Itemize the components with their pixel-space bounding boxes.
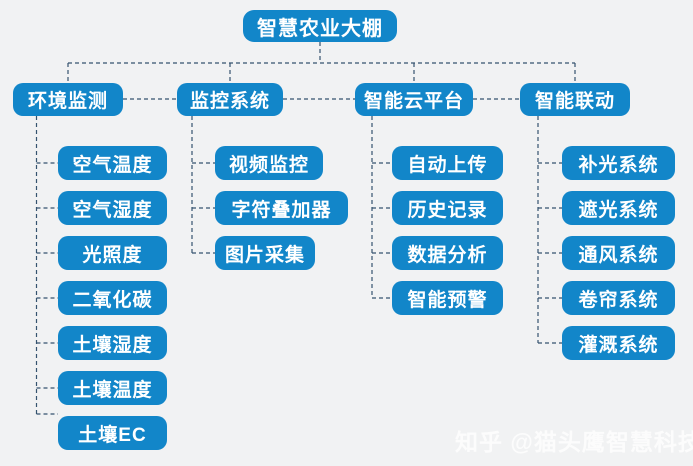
- leaf-node-co2: 二氧化碳: [58, 281, 167, 315]
- leaf-node-video-surveillance: 视频监控: [215, 146, 323, 180]
- branch-1-connectors: [35, 116, 58, 415]
- leaf-node-image-capture: 图片采集: [215, 236, 315, 270]
- leaf-node-soil-humidity: 土壤湿度: [58, 326, 167, 360]
- leaf-node-air-temperature: 空气温度: [58, 146, 167, 180]
- leaf-node-history-records: 历史记录: [392, 191, 503, 225]
- leaf-node-rolling-curtain-system: 卷帘系统: [562, 281, 675, 315]
- leaf-node-data-analysis: 数据分析: [392, 236, 503, 270]
- leaf-node-air-humidity: 空气湿度: [58, 191, 167, 225]
- branch-node-smart-cloud-platform: 智能云平台: [355, 83, 473, 116]
- root-node: 智慧农业大棚: [243, 10, 397, 42]
- leaf-node-character-overlay: 字符叠加器: [215, 191, 348, 225]
- leaf-node-supplement-light-system: 补光系统: [562, 146, 675, 180]
- leaf-node-smart-alert: 智能预警: [392, 281, 503, 315]
- leaf-node-auto-upload: 自动上传: [392, 146, 503, 180]
- leaf-node-soil-ec: 土壤EC: [58, 416, 167, 450]
- root-bus-connectors: [67, 42, 576, 83]
- leaf-node-illuminance: 光照度: [58, 236, 167, 270]
- watermark-text: 知乎 @猫头鹰智慧科技: [455, 429, 693, 455]
- leaf-node-irrigation-system: 灌溉系统: [562, 326, 675, 360]
- leaf-node-shading-system: 遮光系统: [562, 191, 675, 225]
- branch-node-environment-monitoring: 环境监测: [13, 83, 123, 116]
- branch-node-smart-linkage: 智能联动: [520, 83, 630, 116]
- leaf-node-soil-temperature: 土壤温度: [58, 371, 167, 405]
- branch-3-connectors: [371, 116, 392, 299]
- branch-4-connectors: [537, 116, 562, 344]
- branch-2-connectors: [191, 116, 215, 254]
- branch-node-surveillance-system: 监控系统: [177, 83, 283, 116]
- leaf-node-ventilation-system: 通风系统: [562, 236, 675, 270]
